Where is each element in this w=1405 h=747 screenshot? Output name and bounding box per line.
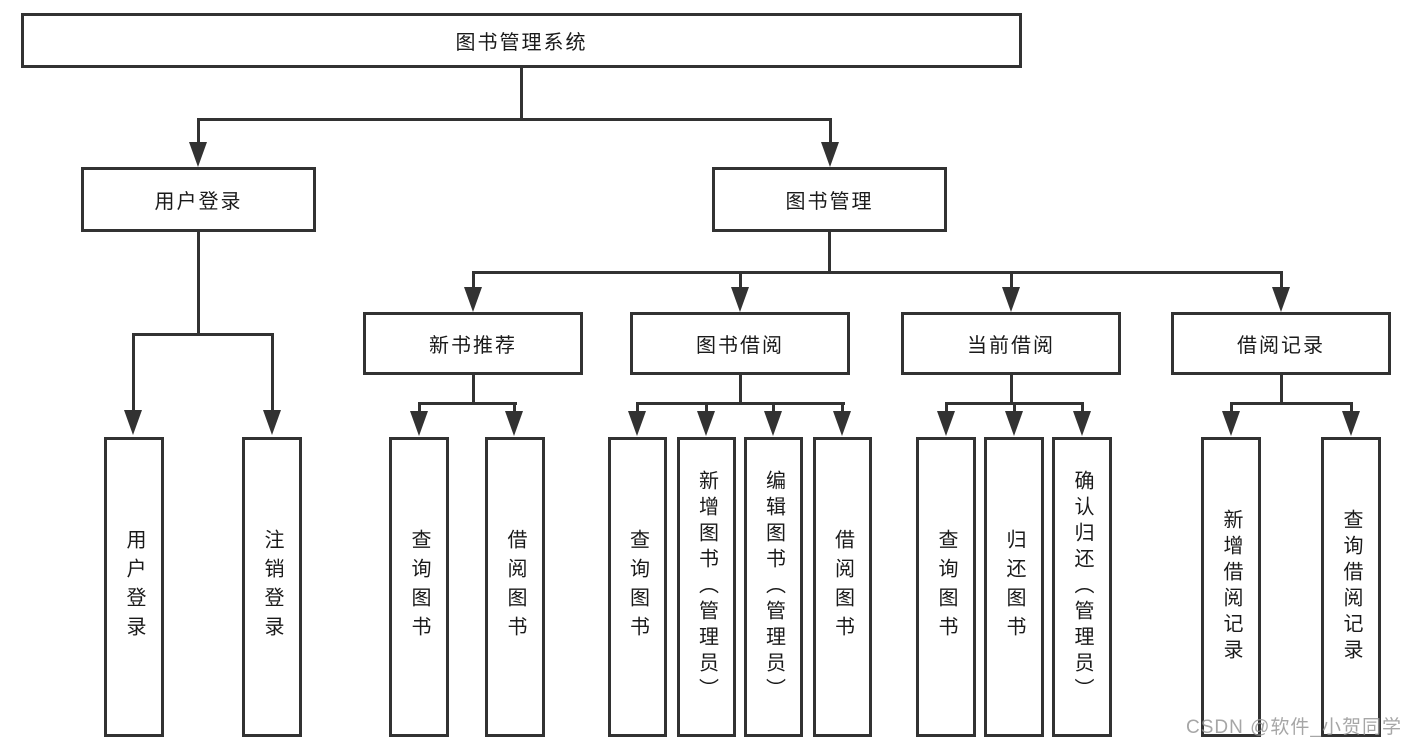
connector-line [1230,402,1233,413]
leaf-query-books-recommend: 查询图书 [389,437,449,737]
connector-line [271,333,274,411]
arrowhead-down-icon [505,411,523,436]
arrowhead-down-icon [1005,411,1023,436]
arrowhead-down-icon [410,411,428,436]
arrowhead-down-icon [731,287,749,312]
connector-line [1230,402,1353,405]
leaf-query-books-borrowing: 查询图书 [608,437,667,737]
node-borrowing-records: 借阅记录 [1171,312,1391,375]
node-label: 新书推荐 [429,335,517,357]
arrowhead-down-icon [1222,411,1240,436]
leaf-query-borrow-records: 查询借阅记录 [1321,437,1381,737]
connector-line [418,402,517,405]
connector-line [1280,271,1283,289]
node-book-borrowing: 图书借阅 [630,312,850,375]
node-label: 新增借阅记录 [1220,509,1242,665]
node-label: 图书管理 [785,191,874,213]
node-label: 归还图书 [1003,529,1025,645]
node-label: 图书管理系统 [455,32,588,54]
node-label: 确认归还（管理员） [1071,470,1093,704]
leaf-query-books-current: 查询图书 [916,437,976,737]
connector-line [472,271,475,289]
connector-line [1280,375,1283,405]
arrowhead-down-icon [263,410,281,435]
connector-line [1013,402,1016,413]
connector-line [739,375,742,405]
leaf-user-login: 用户登录 [104,437,164,737]
connector-line [520,68,523,118]
leaf-edit-books-admin: 编辑图书（管理员） [744,437,803,737]
node-label: 查询借阅记录 [1340,509,1362,665]
arrowhead-down-icon [1073,411,1091,436]
leaf-logout: 注销登录 [242,437,302,737]
node-user-login: 用户登录 [81,167,316,232]
arrowhead-down-icon [697,411,715,436]
arrowhead-down-icon [1272,287,1290,312]
arrowhead-down-icon [937,411,955,436]
connector-line [132,333,274,336]
arrowhead-down-icon [189,142,207,167]
node-label: 用户登录 [154,191,243,213]
watermark-text: CSDN @软件_小贺同学 [1186,717,1402,738]
leaf-borrow-books-recommend: 借阅图书 [485,437,545,737]
arrowhead-down-icon [764,411,782,436]
leaf-borrow-books-borrowing: 借阅图书 [813,437,872,737]
connector-line [472,375,475,405]
connector-line [1010,271,1013,289]
node-label: 新增图书（管理员） [695,470,718,704]
connector-line [705,402,708,413]
connector-line [513,402,516,413]
node-label: 借阅图书 [831,529,854,645]
arrowhead-down-icon [821,142,839,167]
connector-line [472,271,1283,274]
node-label: 查询图书 [935,529,957,645]
leaf-confirm-return-admin: 确认归还（管理员） [1052,437,1112,737]
connector-line [636,402,845,405]
connector-line [197,118,200,145]
connector-line [739,271,742,289]
connector-line [197,232,200,335]
connector-line [945,402,948,413]
leaf-return-books: 归还图书 [984,437,1044,737]
node-label: 当前借阅 [967,335,1055,357]
connector-line [841,402,844,413]
connector-line [636,402,639,413]
leaf-add-borrow-record: 新增借阅记录 [1201,437,1261,737]
arrowhead-down-icon [628,411,646,436]
connector-line [772,402,775,413]
connector-line [132,333,135,411]
node-new-book-recommendation: 新书推荐 [363,312,583,375]
arrowhead-down-icon [1342,411,1360,436]
node-label: 查询图书 [408,529,430,645]
node-label: 借阅图书 [504,529,526,645]
connector-line [1350,402,1353,413]
connector-line [197,118,832,121]
arrowhead-down-icon [1002,287,1020,312]
node-label: 借阅记录 [1237,335,1325,357]
connector-line [829,118,832,145]
connector-line [418,402,421,413]
node-label: 查询图书 [626,529,649,645]
node-book-management: 图书管理 [712,167,947,232]
arrowhead-down-icon [124,410,142,435]
node-label: 用户登录 [123,529,145,645]
node-current-borrowing: 当前借阅 [901,312,1121,375]
arrowhead-down-icon [833,411,851,436]
connector-line [1010,375,1013,405]
arrowhead-down-icon [464,287,482,312]
node-library-management-system: 图书管理系统 [21,13,1022,68]
node-label: 编辑图书（管理员） [762,470,785,704]
connector-line [828,232,831,274]
connector-line [1081,402,1084,413]
node-label: 注销登录 [261,529,283,645]
node-label: 图书借阅 [696,335,784,357]
leaf-add-books-admin: 新增图书（管理员） [677,437,736,737]
